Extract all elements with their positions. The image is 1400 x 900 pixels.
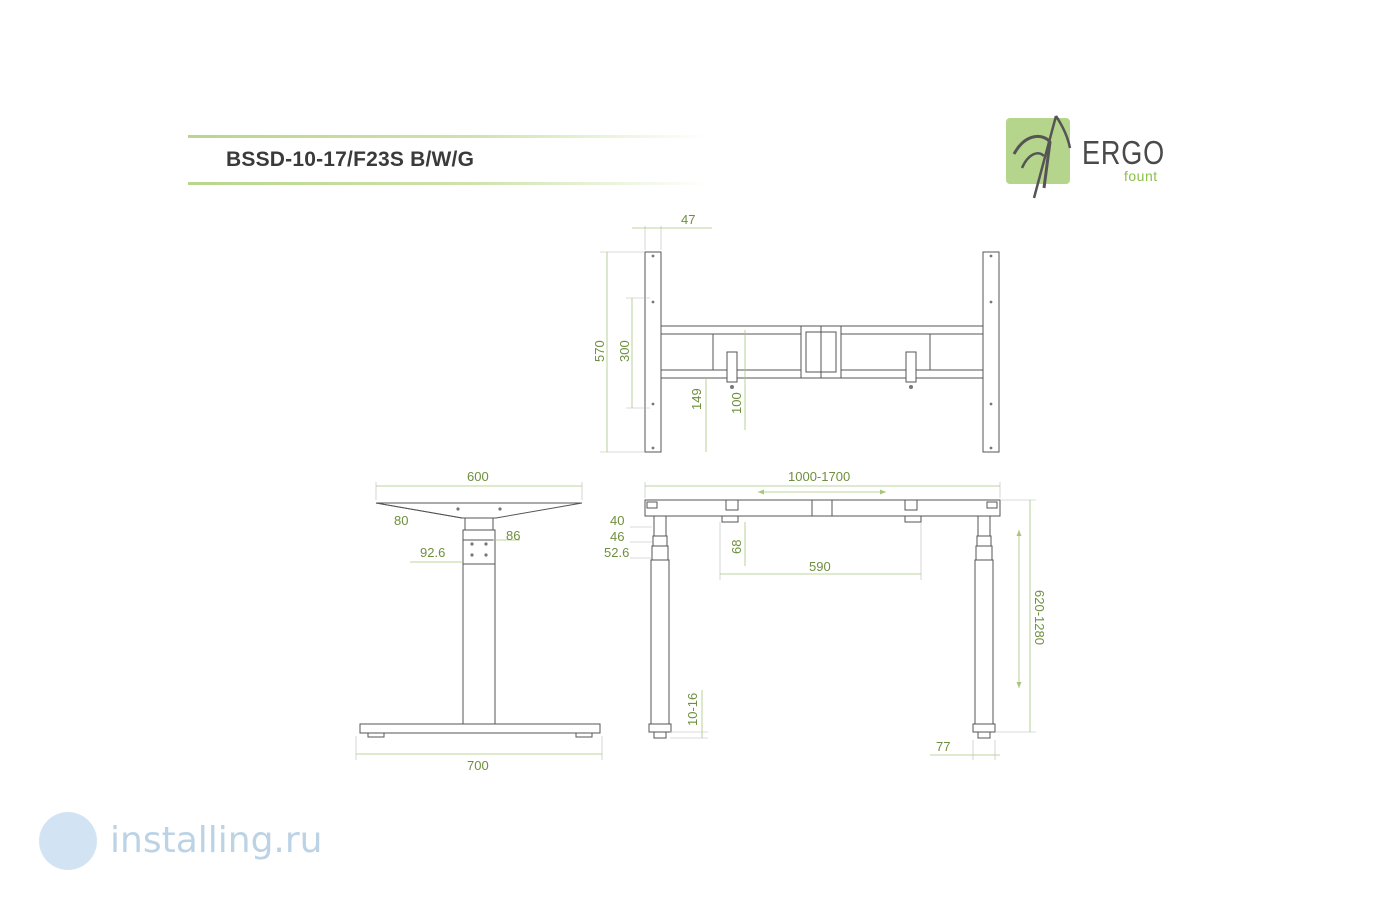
front-left-leg xyxy=(650,559,670,725)
dim-hole-spacing: 300 xyxy=(617,340,632,362)
dim-column-1: 86 xyxy=(506,528,520,543)
front-view: 1000-1700 40 46 52.6 68 590 620-1280 xyxy=(604,469,1047,760)
title-rule-top xyxy=(188,135,708,138)
dim-frame-width: 1000-1700 xyxy=(788,469,850,484)
dim-foot-length: 700 xyxy=(467,758,489,773)
dim-bracket-height: 100 xyxy=(729,392,744,414)
top-bracket-left xyxy=(726,351,738,383)
dim-bracket-span: 590 xyxy=(809,559,831,574)
watermark-logo-icon xyxy=(39,812,97,870)
ergofount-logo: ERGO fount xyxy=(1004,114,1174,200)
title-rule-bottom xyxy=(188,182,708,185)
front-right-leg xyxy=(974,559,994,725)
model-title: BSSD-10-17/F23S B/W/G xyxy=(226,148,475,171)
dim-leveler: 10-16 xyxy=(685,693,700,726)
dim-top-height: 80 xyxy=(394,513,408,528)
side-column-lower xyxy=(462,563,496,725)
dim-height-range: 620-1280 xyxy=(1032,590,1047,645)
dim-plate-length: 570 xyxy=(592,340,607,362)
logo-brand-text: ERGO xyxy=(1082,134,1165,171)
dim-bracket-depth: 68 xyxy=(729,540,744,554)
top-bracket-right xyxy=(905,351,917,383)
watermark: installing.ru xyxy=(22,806,322,876)
logo-swoosh-icon xyxy=(1012,115,1072,199)
dim-foot-width: 77 xyxy=(936,739,950,754)
title-band: BSSD-10-17/F23S B/W/G xyxy=(188,132,708,190)
dim-section-1: 40 xyxy=(610,513,624,528)
front-top-beam xyxy=(644,499,1001,517)
dim-plate-width: 47 xyxy=(681,212,695,227)
side-view: 600 80 86 92.6 700 xyxy=(355,469,603,773)
dim-bracket-offset: 149 xyxy=(689,388,704,410)
side-column-2 xyxy=(462,539,496,565)
dim-section-2: 46 xyxy=(610,529,624,544)
logo-sub-text: fount xyxy=(1124,168,1158,184)
side-column-1 xyxy=(464,517,494,531)
watermark-text: installing.ru xyxy=(110,820,323,861)
top-view: 47 570 300 149 100 xyxy=(592,212,1000,453)
top-right-plate xyxy=(982,251,1000,453)
top-left-plate xyxy=(644,251,662,453)
dim-top-width: 600 xyxy=(467,469,489,484)
side-foot xyxy=(359,723,601,734)
dim-section-3: 52.6 xyxy=(604,545,629,560)
dim-column-2: 92.6 xyxy=(420,545,445,560)
